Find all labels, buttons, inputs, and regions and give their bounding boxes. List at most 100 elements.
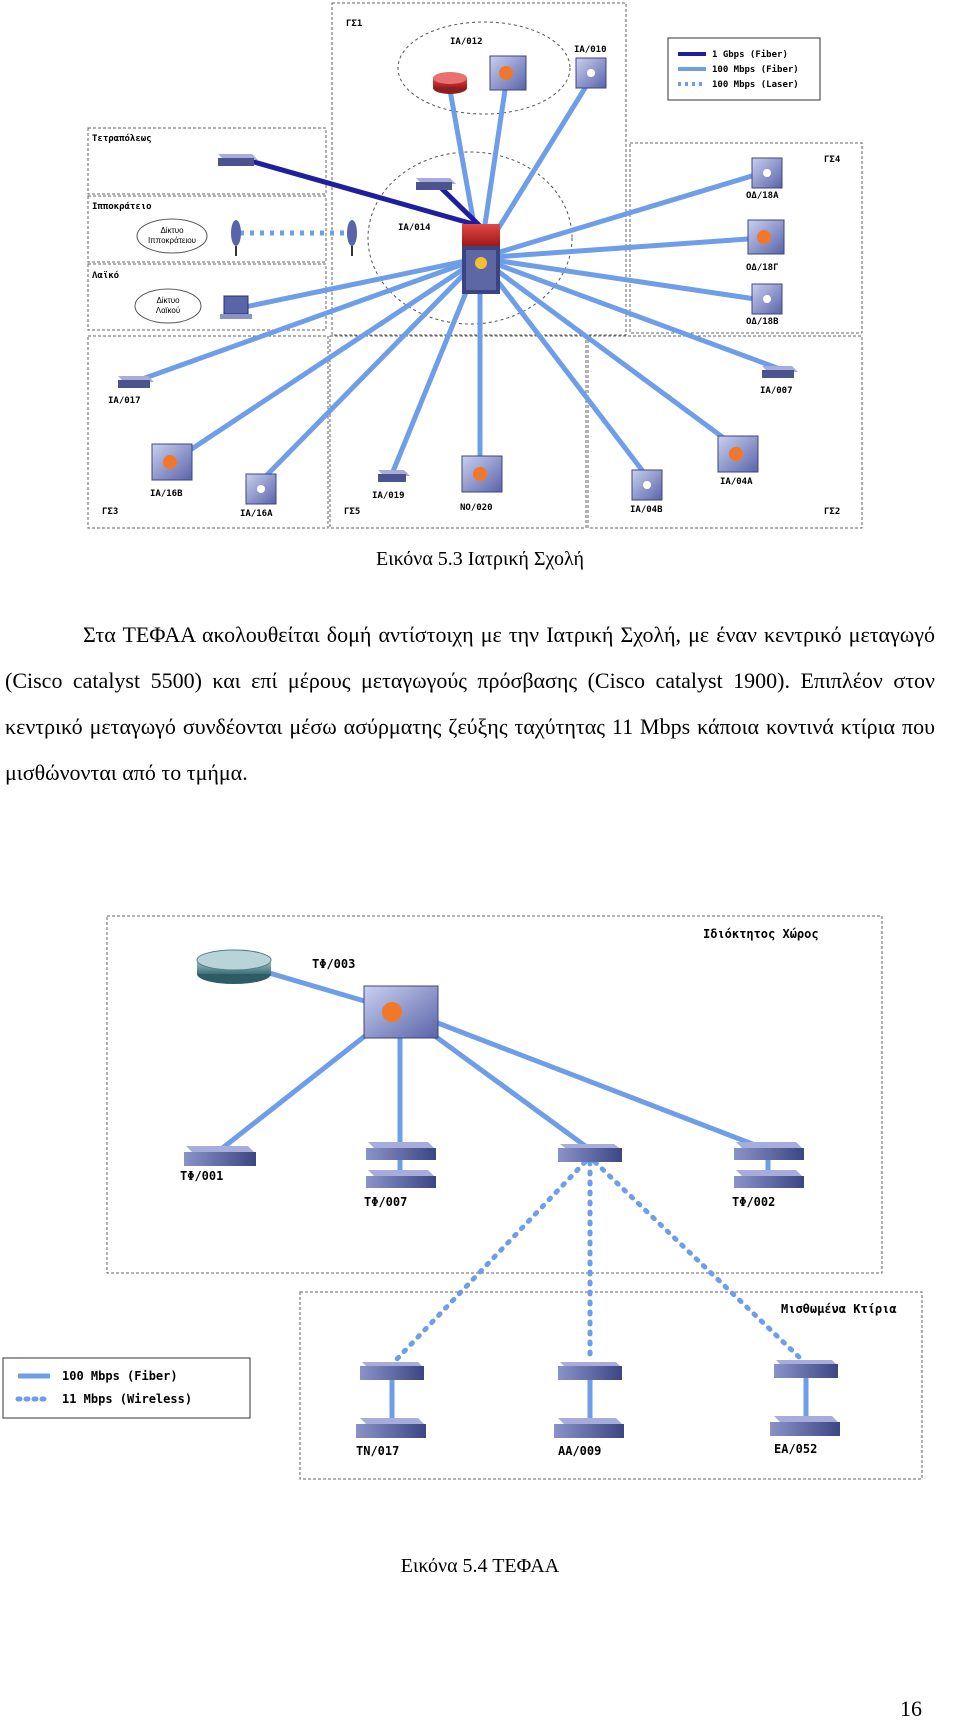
fiber-1g-links bbox=[237, 155, 483, 229]
router-icon-ia012 bbox=[433, 72, 467, 94]
cloud-label-ippokrateio-2: Ιπποκράτειου bbox=[148, 236, 196, 245]
multilayer-switch-icon-ia04a bbox=[717, 435, 759, 473]
label-gs3: ΓΣ3 bbox=[102, 507, 118, 517]
label-tf007: ΤΦ/007 bbox=[364, 1195, 407, 1209]
page-number: 16 bbox=[900, 1696, 922, 1721]
cluster-ia012 bbox=[397, 21, 571, 115]
legend2-item-1: 100 Mbps (Fiber) bbox=[62, 1369, 178, 1383]
switch-icon-ia007 bbox=[762, 366, 798, 378]
label-gs4: ΓΣ4 bbox=[824, 155, 841, 165]
switch-icon-tf002-a bbox=[734, 1142, 804, 1160]
fiber-100-links bbox=[131, 77, 791, 483]
label-tf001: ΤΦ/001 bbox=[180, 1169, 223, 1183]
label-ia16a: IA/16A bbox=[240, 509, 273, 519]
tefaa-fiber-links bbox=[217, 962, 809, 1423]
zone-gs4 bbox=[629, 142, 863, 334]
label-tetrapoleos: Τετραπόλεως bbox=[92, 133, 152, 144]
laser-antenna-icon-left bbox=[231, 220, 241, 256]
figure1-caption: Εικόνα 5.3 Ιατρική Σχολή bbox=[376, 548, 584, 570]
label-tf002: ΤΦ/002 bbox=[732, 1195, 775, 1209]
laser-antenna-icon-right bbox=[347, 220, 357, 256]
workgroup-switch-icon-ia04v bbox=[631, 469, 663, 501]
body-paragraph: Στα ΤΕΦΑΑ ακολουθείται δομή αντίστοιχη μ… bbox=[5, 622, 935, 785]
zone-laiko bbox=[87, 263, 327, 331]
zone-gs5 bbox=[329, 335, 587, 529]
label-ia017: IA/017 bbox=[108, 396, 141, 406]
label-aa009: ΑΑ/009 bbox=[558, 1444, 601, 1458]
label-ia012: IA/012 bbox=[450, 37, 483, 47]
label-od18a: ΟΔ/18Α bbox=[746, 191, 779, 201]
central-switch-icon bbox=[462, 224, 500, 294]
legend2-item-2: 11 Mbps (Wireless) bbox=[62, 1392, 192, 1406]
legend1-item-1: 1 Gbps (Fiber) bbox=[712, 49, 788, 60]
wireless-bridge-icon-ea052 bbox=[774, 1360, 838, 1378]
label-ia04a: IA/04A bbox=[720, 477, 753, 487]
label-laiko: Λαϊκό bbox=[92, 270, 119, 281]
legend1-item-2: 100 Mbps (Fiber) bbox=[712, 64, 799, 75]
figure2-legend bbox=[2, 1357, 251, 1419]
zone-gs3 bbox=[87, 335, 329, 529]
cloud-label-laiko-1: Δίκτυο bbox=[156, 296, 180, 305]
wireless-bridge-icon-aa009 bbox=[558, 1362, 622, 1380]
zone-gs2 bbox=[587, 335, 863, 529]
label-ia007: IA/007 bbox=[760, 386, 793, 396]
switch-icon-tf007-a bbox=[366, 1142, 436, 1160]
switch-icon-tf002-b bbox=[734, 1170, 804, 1188]
switch-icon-aa009 bbox=[554, 1418, 624, 1438]
label-ippokrateio: Ιπποκράτειο bbox=[92, 202, 152, 212]
computer-icon-laiko bbox=[220, 295, 252, 319]
switch-icon-tf001 bbox=[184, 1146, 256, 1166]
switch-icon-tn017 bbox=[356, 1418, 426, 1438]
zone-rented-buildings bbox=[299, 1291, 923, 1480]
switch-icon-tf007-b bbox=[366, 1170, 436, 1188]
cluster-ia014 bbox=[367, 151, 573, 325]
multilayer-switch-icon-ia012 bbox=[489, 55, 527, 91]
label-ia019: IA/019 bbox=[372, 491, 405, 501]
label-no020: ΝΟ/020 bbox=[460, 503, 493, 513]
label-ia04v: IA/04B bbox=[630, 505, 663, 515]
figure-medical-school-network: ΓΣ1 Τετραπόλεως Ιπποκράτειο Λαϊκό ΓΣ4 ΓΣ… bbox=[87, 2, 863, 529]
label-ia010: IA/010 bbox=[574, 45, 607, 55]
label-own-premises: Ιδιόκτητος Χώρος bbox=[703, 927, 819, 941]
switch-icon-tetrapoleos bbox=[218, 154, 258, 166]
cloud-label-ippokrateio-1: Δίκτυο bbox=[160, 226, 184, 235]
switch-icon-ia014 bbox=[416, 178, 456, 190]
zone-tetrapoleos bbox=[87, 127, 327, 195]
switch-icon-ia017 bbox=[118, 376, 154, 388]
label-ia16v: IA/16B bbox=[150, 489, 183, 499]
label-od18v: ΟΔ/18Β bbox=[746, 317, 779, 327]
wireless-bridge-icon-tefaa bbox=[558, 1144, 622, 1162]
label-ia014: IA/014 bbox=[398, 223, 431, 233]
legend1-item-3: 100 Mbps (Laser) bbox=[712, 80, 799, 90]
wireless-bridge-icon-tn017 bbox=[360, 1362, 424, 1380]
zone-own-premises bbox=[106, 915, 883, 1274]
cloud-icon-ippokrateio bbox=[136, 218, 208, 254]
tefaa-wireless-links bbox=[393, 1159, 803, 1363]
router-icon-tf003 bbox=[196, 949, 272, 984]
workgroup-switch-icon-ia010 bbox=[575, 57, 607, 89]
label-ea052: ΕΑ/052 bbox=[774, 1442, 817, 1456]
zone-ippokrateio bbox=[87, 195, 327, 263]
central-switch-icon-tefaa bbox=[363, 985, 439, 1039]
switch-icon-ia019 bbox=[378, 470, 410, 482]
workgroup-switch-icon-od18a bbox=[751, 157, 783, 189]
label-od18g: ΟΔ/18Γ bbox=[746, 263, 779, 273]
workgroup-switch-icon-od18v bbox=[751, 283, 783, 315]
label-gs2: ΓΣ2 bbox=[824, 507, 840, 517]
figure2-caption: Εικόνα 5.4 ΤΕΦΑΑ bbox=[400, 1555, 560, 1577]
label-rented-buildings: Μισθωμένα Κτίρια bbox=[781, 1302, 897, 1316]
cloud-icon-laiko bbox=[134, 288, 202, 324]
cloud-label-laiko-2: Λαϊκού bbox=[156, 306, 180, 315]
figure1-legend bbox=[667, 37, 821, 101]
multilayer-switch-icon-od18g bbox=[747, 219, 785, 255]
label-tf003: ΤΦ/003 bbox=[312, 957, 355, 971]
multilayer-switch-icon-no020 bbox=[461, 455, 503, 493]
workgroup-switch-icon-ia16a bbox=[245, 473, 277, 505]
label-tn017: ΤΝ/017 bbox=[356, 1444, 399, 1458]
label-gs5: ΓΣ5 bbox=[344, 507, 360, 517]
multilayer-switch-icon-ia16v bbox=[151, 443, 193, 481]
switch-icon-ea052 bbox=[770, 1416, 840, 1436]
label-gs1: ΓΣ1 bbox=[346, 19, 362, 29]
figure-tefaa-network: Ιδιόκτητος Χώρος Μισθωμένα Κτίρια ΤΦ/003… bbox=[2, 915, 923, 1480]
